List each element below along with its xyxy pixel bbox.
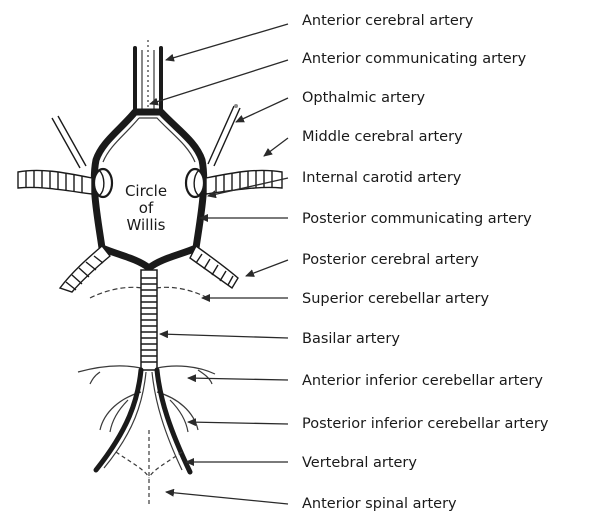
vessel-illustration bbox=[18, 40, 282, 505]
posterior-inferior-cerebellar-vessels bbox=[100, 392, 198, 432]
basilar-vessel bbox=[141, 270, 157, 370]
center-label-line2: of bbox=[139, 199, 154, 217]
label-posterior-communicating-artery: Posterior communicating artery bbox=[302, 211, 532, 227]
label-internal-carotid-artery: Internal carotid artery bbox=[302, 170, 462, 186]
arrow-anterior-inferior-cerebellar bbox=[188, 378, 288, 380]
label-vertebral-artery: Vertebral artery bbox=[302, 455, 417, 471]
arrow-posterior-inferior-cerebellar bbox=[188, 422, 288, 424]
arrow-anterior-communicating bbox=[150, 60, 288, 104]
arrow-middle-cerebral bbox=[264, 138, 288, 156]
center-label-line3: Willis bbox=[127, 216, 166, 234]
arrow-posterior-cerebral bbox=[246, 260, 288, 276]
arrow-anterior-spinal bbox=[166, 492, 288, 504]
label-anterior-communicating-artery: Anterior communicating artery bbox=[302, 51, 527, 67]
label-superior-cerebellar-artery: Superior cerebellar artery bbox=[302, 291, 489, 307]
label-anterior-cerebral-artery: Anterior cerebral artery bbox=[302, 13, 474, 29]
arrow-basilar bbox=[160, 334, 288, 338]
label-anterior-spinal-artery: Anterior spinal artery bbox=[302, 496, 457, 512]
label-posterior-cerebral-artery: Posterior cerebral artery bbox=[302, 252, 479, 268]
label-anterior-inferior-cerebellar-artery: Anterior inferior cerebellar artery bbox=[302, 373, 543, 389]
label-posterior-inferior-cerebellar-artery: Posterior inferior cerebellar artery bbox=[302, 416, 549, 432]
arrow-ophthalmic bbox=[236, 98, 288, 122]
label-ophthalmic-artery: Opthalmic artery bbox=[302, 90, 426, 106]
label-middle-cerebral-artery: Middle cerebral artery bbox=[302, 129, 463, 145]
anterior-spinal-vessel bbox=[116, 430, 182, 505]
label-basilar-artery: Basilar artery bbox=[302, 331, 400, 347]
circle-of-willis-label: Circle of Willis bbox=[125, 182, 167, 234]
artery-labels: Anterior cerebral artery Anterior commun… bbox=[302, 13, 549, 512]
arrow-anterior-cerebral bbox=[166, 24, 288, 60]
center-label-line1: Circle bbox=[125, 182, 167, 200]
